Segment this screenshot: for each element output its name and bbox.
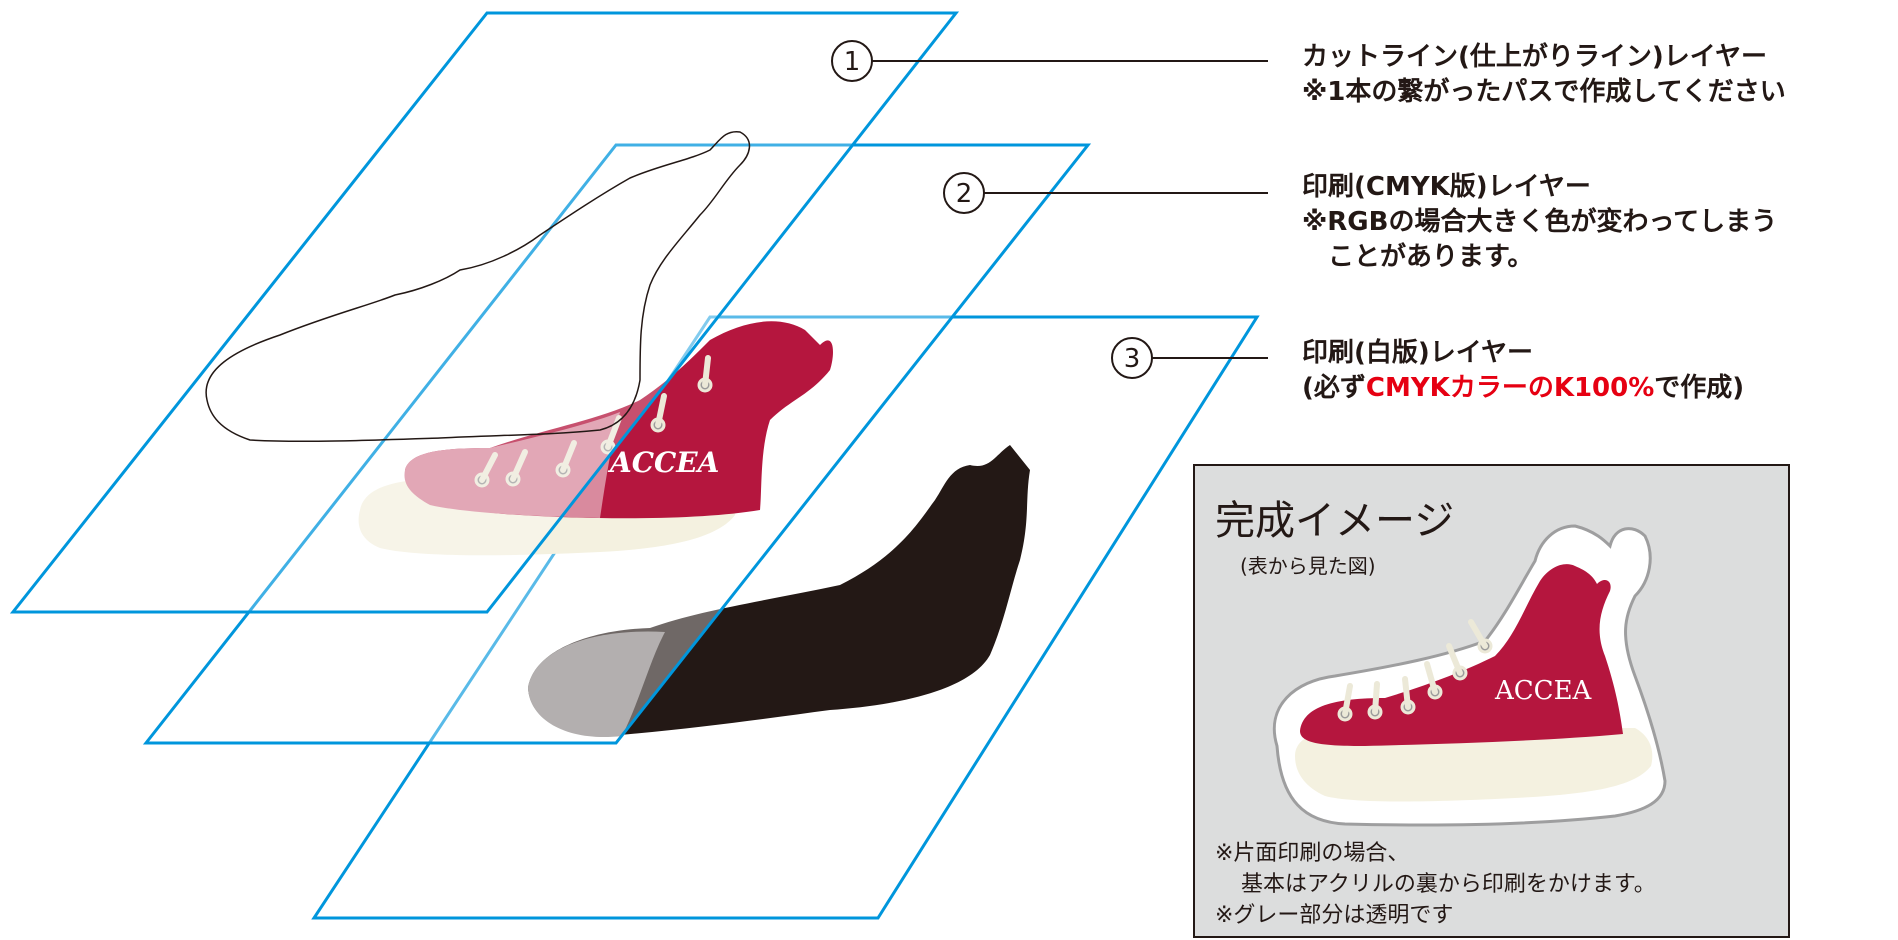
layer-3-title: 印刷(白版)レイヤー [1302, 338, 1533, 368]
white-layer-toe [528, 631, 665, 738]
callout-number-1: 1 [844, 47, 861, 77]
layer-plane-1 [9, 11, 960, 614]
layer-3-label: 印刷(白版)レイヤー (必ずCMYKカラーのK100%で作成) [1302, 336, 1744, 406]
preview-note-2: 基本はアクリルの裏から印刷をかけます。 [1241, 872, 1656, 897]
layer-2-note-cont: ことがあります。 [1328, 242, 1534, 272]
preview-note-1: ※片面印刷の場合、 [1215, 841, 1410, 866]
callout-number-3: 3 [1124, 344, 1141, 374]
callout-number-2: 2 [956, 179, 973, 209]
layer-3-note-prefix: (必ず [1302, 373, 1366, 403]
preview-note-3: ※グレー部分は透明です [1215, 903, 1454, 928]
finished-laces [1342, 619, 1488, 717]
layer-2-title: 印刷(CMYK版)レイヤー [1302, 172, 1591, 202]
preview-notes: ※片面印刷の場合、 基本はアクリルの裏から印刷をかけます。 ※グレー部分は透明で… [1215, 838, 1656, 931]
layer-1-label: カットライン(仕上がりライン)レイヤー ※1本の繋がったパスで作成してください [1302, 40, 1786, 110]
layer-3-note: (必ずCMYKカラーのK100%で作成) [1302, 371, 1744, 406]
finished-shoe-brand: ACCEA [1494, 676, 1593, 706]
finished-shoe-body [1300, 564, 1623, 746]
preview-subtitle: (表から見た図) [1240, 554, 1376, 578]
white-layer-shoe [528, 445, 1030, 736]
layer-2-label: 印刷(CMYK版)レイヤー ※RGBの場合大きく色が変わってしまう ことがありま… [1302, 170, 1777, 275]
layer-plane-3 [311, 315, 1260, 920]
layer-3-note-suffix: で作成) [1654, 373, 1745, 403]
finished-shoe: ACCEA [1272, 524, 1667, 827]
preview-title: 完成イメージ [1215, 498, 1455, 544]
finished-shoe-sole [1295, 728, 1653, 802]
cmyk-shoe-brand: ACCEA [607, 446, 719, 479]
cmyk-shoe-toe [404, 412, 620, 518]
layer-1-note: ※1本の繋がったパスで作成してください [1302, 77, 1786, 107]
layer-3-note-red: CMYKカラーのK100% [1365, 373, 1655, 403]
layer-1-title: カットライン(仕上がりライン)レイヤー [1302, 42, 1767, 72]
laces [479, 355, 711, 483]
finished-image-panel: ACCEA 完成イメージ (表から見た図) ※片面印刷の場合、 基本はアクリルの… [1193, 464, 1790, 938]
cut-line-outline [205, 131, 751, 443]
layer-2-note: ※RGBの場合大きく色が変わってしまう [1302, 207, 1778, 237]
